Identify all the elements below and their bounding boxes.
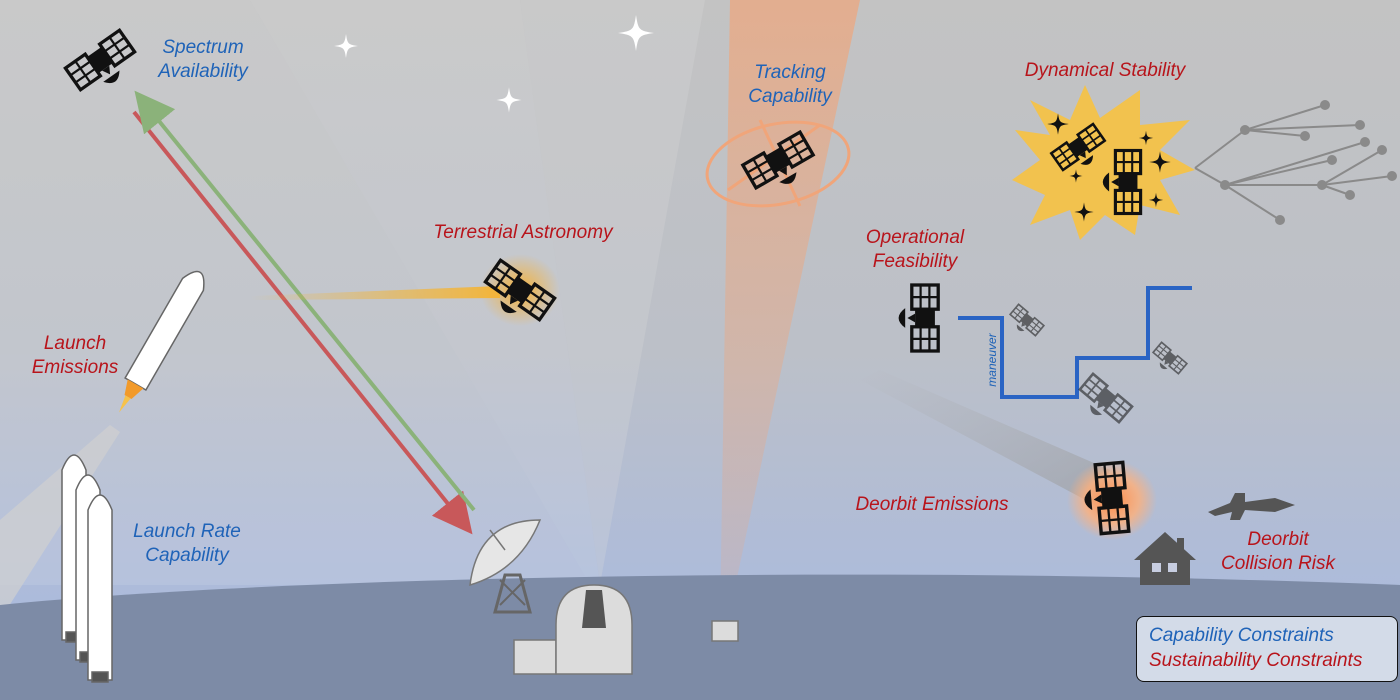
label-line: Deorbit	[1247, 529, 1309, 550]
label-line: Emissions	[31, 357, 119, 378]
launch-exhaust-cone	[0, 425, 120, 620]
observatory-dome-icon	[513, 584, 633, 675]
label-line: Feasibility	[872, 251, 958, 272]
label-deorbit-collision-risk: Deorbit Collision Risk	[1206, 528, 1350, 576]
rocket-beam	[0, 0, 590, 585]
ground-rockets	[61, 454, 113, 683]
label-line: Launch Rate	[133, 521, 241, 542]
deorbit-trail	[860, 370, 1110, 505]
tracking-beam	[720, 0, 860, 620]
label-line: Spectrum	[162, 37, 244, 58]
label-line: Availability	[158, 61, 248, 82]
ground	[0, 574, 1400, 700]
legend-sustainability: Sustainability Constraints	[1149, 650, 1363, 671]
label-deorbit-emissions: Deorbit Emissions	[855, 494, 1009, 515]
astronomy-glare	[250, 286, 500, 300]
label-maneuver: maneuver	[985, 333, 999, 387]
radio-telescope-icon	[469, 519, 542, 614]
house-icon	[1134, 532, 1196, 585]
airplane-icon	[1208, 493, 1295, 520]
label-tracking-capability: Tracking Capability	[735, 61, 845, 109]
debris-tree	[1194, 100, 1397, 225]
label-line: Tracking	[754, 62, 826, 83]
label-line: Capability	[748, 86, 832, 107]
explosion-icon	[1012, 85, 1195, 240]
label-terrestrial-astronomy: Terrestrial Astronomy	[433, 222, 613, 243]
label-launch-emissions: Launch Emissions	[20, 332, 130, 380]
legend: Capability Constraints Sustainability Co…	[1136, 616, 1398, 682]
label-spectrum-availability: Spectrum Availability	[148, 36, 258, 84]
label-dynamical-stability: Dynamical Stability	[1024, 60, 1186, 81]
label-line: Collision Risk	[1220, 553, 1336, 574]
label-operational-feasibility: Operational Feasibility	[848, 226, 982, 274]
observatory-beam-right	[520, 0, 705, 585]
legend-capability: Capability Constraints	[1149, 625, 1334, 646]
label-line: Capability	[145, 545, 229, 566]
downlink-arrow	[132, 110, 473, 535]
uplink-arrow	[134, 90, 476, 512]
rocket-icon	[119, 270, 205, 413]
label-line: Launch	[43, 333, 107, 354]
radar-station	[711, 620, 739, 642]
label-launch-rate-capability: Launch Rate Capability	[124, 520, 250, 568]
maneuver-path	[958, 286, 1192, 399]
label-line: Operational	[865, 227, 965, 248]
